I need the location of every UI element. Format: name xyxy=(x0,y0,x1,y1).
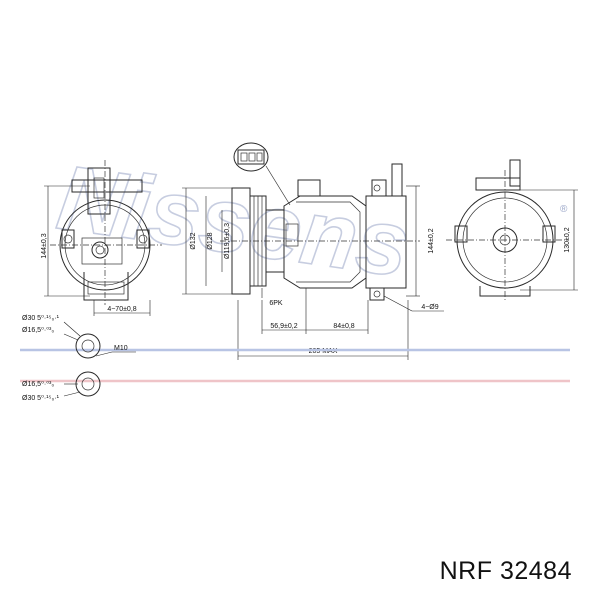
dim-overall-length: 205 MAX xyxy=(309,348,338,355)
front-upper-bracket xyxy=(87,167,111,215)
front-hub xyxy=(91,241,109,259)
connector-detail xyxy=(233,142,269,172)
dim-suction-inner: Ø16,5⁰·⁰³₀ xyxy=(22,326,54,334)
dim-mount-holes: 4−Ø9 xyxy=(421,304,438,311)
dim-rear-height: 130±0,2 xyxy=(564,227,571,252)
rear-view: 130±0,2 xyxy=(446,159,578,300)
suction-fitting xyxy=(75,333,101,359)
dim-front-height: 144±0,3 xyxy=(41,233,48,258)
dim-body-height: 144±0,2 xyxy=(428,228,435,253)
dim-belt: 6PK xyxy=(269,300,283,307)
dim-pulley-inner: Ø119,6±0,3 xyxy=(224,223,231,259)
dim-pulley-outer: Ø132 xyxy=(190,232,197,249)
registered-mark: ® xyxy=(560,204,568,215)
fittings: Ø30 5⁰·¹⁵₀·¹ Ø16,5⁰·⁰³₀ M10 Ø16,5⁰·⁰³₀ Ø… xyxy=(20,314,570,402)
dim-front-hole-spacing: 4−70±0,8 xyxy=(107,306,136,313)
dim-discharge-inner: Ø16,5⁰·⁰³₀ xyxy=(22,380,54,388)
dim-discharge-outer: Ø30 5⁰·¹⁵₀·¹ xyxy=(22,394,60,402)
side-view: Ø132 Ø128 Ø119,6±0,3 6PK 144±0,2 4−Ø9 56… xyxy=(182,142,444,360)
dim-offset-a: 56,9±0,2 xyxy=(270,323,297,330)
part-code: 32484 xyxy=(499,557,572,585)
dim-offset-b: 84±0,8 xyxy=(333,323,354,330)
watermark: Nissens ® xyxy=(51,146,568,298)
front-view: 144±0,3 4−70±0,8 xyxy=(41,160,162,316)
dim-pulley-mid: Ø128 xyxy=(207,232,214,249)
brand-name: NRF xyxy=(439,557,493,585)
dim-suction-outer: Ø30 5⁰·¹⁵₀·¹ xyxy=(22,314,60,322)
watermark-text: Nissens xyxy=(52,146,416,296)
dim-thread: M10 xyxy=(114,345,128,352)
part-number-label: NRF 32484 xyxy=(440,557,572,586)
